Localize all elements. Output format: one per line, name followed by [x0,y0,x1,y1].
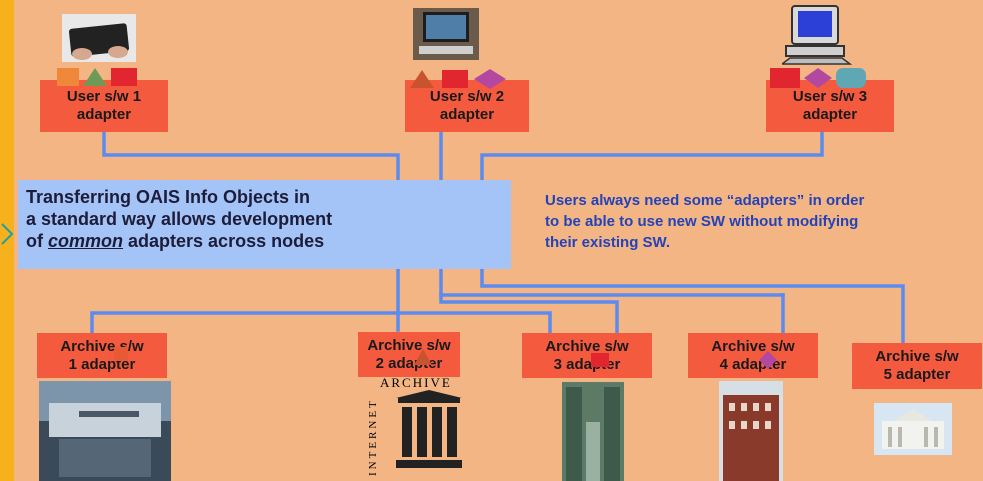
internet-archive-logo: ARCHIVE INTERNET [367,376,462,476]
info-panel: Transferring OAIS Info Objects in a stan… [18,180,511,269]
archive-adapter-2: Archive s/w 2 adapter [358,332,460,377]
archive-adapter-2-line2: 2 adapter [375,354,443,372]
user-adapter-3: User s/w 3 adapter [766,80,894,132]
warehouse-photo-icon [562,382,624,481]
info-panel-line1: Transferring OAIS Info Objects in [26,187,311,207]
adapter-shapes-icon [410,69,506,89]
user-adapter-2-line2: adapter [439,106,495,123]
adapter-shape-icon [114,347,128,361]
user-adapter-2: User s/w 2 adapter [405,80,529,132]
archive-adapter-5: Archive s/w 5 adapter [852,343,982,389]
info-panel-line3-prefix: of [26,231,48,251]
archive-adapter-3-line1: Archive s/w [545,337,629,355]
users-note-line3: their existing SW. [545,234,671,251]
archive-adapter-1: Archive s/w 1 adapter [37,333,167,378]
adapter-shape-icon [414,349,432,365]
users-note-line1: Users always need some “adapters” in ord… [545,192,865,209]
wire-archive-bus [90,311,552,337]
archive-adapter-5-line2: 5 adapter [883,366,951,383]
users-note: Users always need some “adapters” in ord… [545,190,965,253]
archive-adapter-3: Archive s/w 3 adapter [522,333,652,378]
adapter-shapes-icon [57,68,137,86]
users-note-line2: to be able to use new SW without modifyi… [545,213,859,230]
chevron-right-icon [0,222,14,246]
user-adapter-1-line2: adapter [76,106,132,123]
desktop-computer-icon [782,5,853,65]
user-adapter-2-line1: User s/w 2 [429,88,505,105]
archive-adapter-1-line1: Archive s/w [60,337,144,355]
internet-logo-text: INTERNET [367,398,379,476]
tablet-device-icon [62,14,136,62]
user-adapter-1-line1: User s/w 1 [66,88,142,105]
info-panel-line3: of common adapters across nodes [26,230,511,252]
archive-adapter-3-line2: 3 adapter [553,355,621,373]
info-panel-emphasis: common [48,231,124,251]
archive-adapter-5-line1: Archive s/w [875,348,959,365]
building-photo-icon [39,381,171,481]
user-adapter-3-line1: User s/w 3 [792,88,868,105]
archive-adapter-1-line2: 1 adapter [68,355,136,373]
archive-adapter-4-line2: 4 adapter [719,355,787,373]
info-panel-line2: a standard way allows development [26,209,333,229]
side-stripe [0,0,14,481]
white-building-photo-icon [874,403,952,455]
archive-logo-text: ARCHIVE [380,376,452,390]
brick-building-photo-icon [719,381,783,481]
archive-adapter-4-line1: Archive s/w [711,337,795,355]
user-adapter-1: User s/w 1 adapter [40,80,168,132]
info-panel-line3-suffix: adapters across nodes [123,231,325,251]
archive-adapter-2-line1: Archive s/w [367,336,451,354]
user-adapter-3-line2: adapter [802,106,858,123]
adapter-shape-icon [591,353,609,367]
workstation-icon [413,8,479,60]
archive-adapter-4: Archive s/w 4 adapter [688,333,818,378]
adapter-shapes-icon [770,68,866,88]
adapter-shape-icon [759,351,777,369]
